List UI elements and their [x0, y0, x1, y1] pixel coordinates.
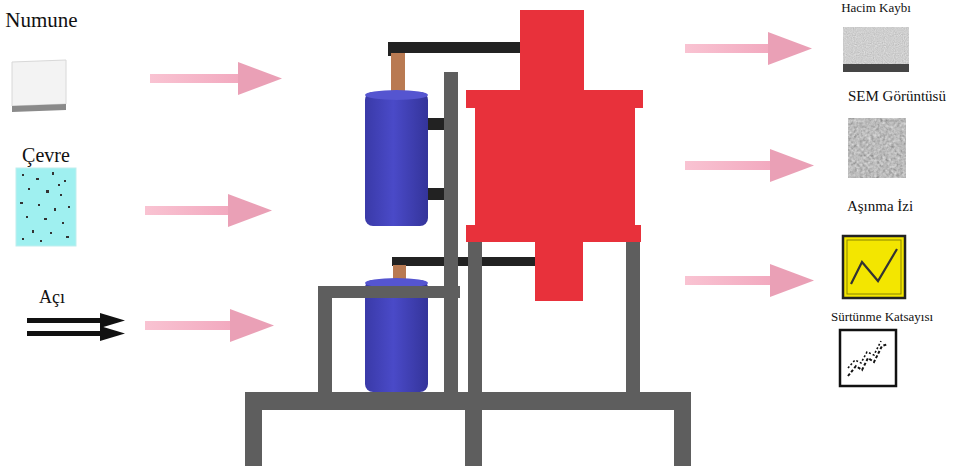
title-text: SEM Görüntüsü	[847, 88, 947, 105]
input-arrow	[145, 62, 282, 342]
title-text: Hacim Kaybı	[840, 1, 912, 16]
icon-title: Çevre	[21, 144, 71, 167]
title-text: Açı	[38, 287, 66, 308]
sample-icon	[12, 60, 66, 112]
icon-title: SEM Görüntüsü	[847, 88, 947, 105]
icon-title: Sürtünme Katsayısı	[830, 310, 935, 325]
wear-track-icon	[843, 236, 905, 298]
output-arrow	[685, 32, 814, 297]
icon-title: Açı	[38, 287, 66, 308]
icon-title: Aşınma İzi	[846, 198, 915, 215]
title-text: Numune	[4, 8, 79, 32]
sem-image-icon	[848, 118, 906, 178]
icon-title: Numune	[4, 8, 79, 32]
friction-coefficient-icon	[840, 330, 896, 386]
title-text: Sürtünme Katsayısı	[830, 310, 935, 325]
title-text: Çevre	[21, 144, 71, 167]
icon-title: Hacim Kaybı	[840, 1, 912, 16]
title-text: Aşınma İzi	[846, 198, 915, 215]
angle-arrow-icon	[27, 313, 125, 341]
tribometer-machine	[245, 10, 691, 466]
volume-loss-icon	[843, 27, 909, 72]
environment-icon	[16, 168, 76, 246]
